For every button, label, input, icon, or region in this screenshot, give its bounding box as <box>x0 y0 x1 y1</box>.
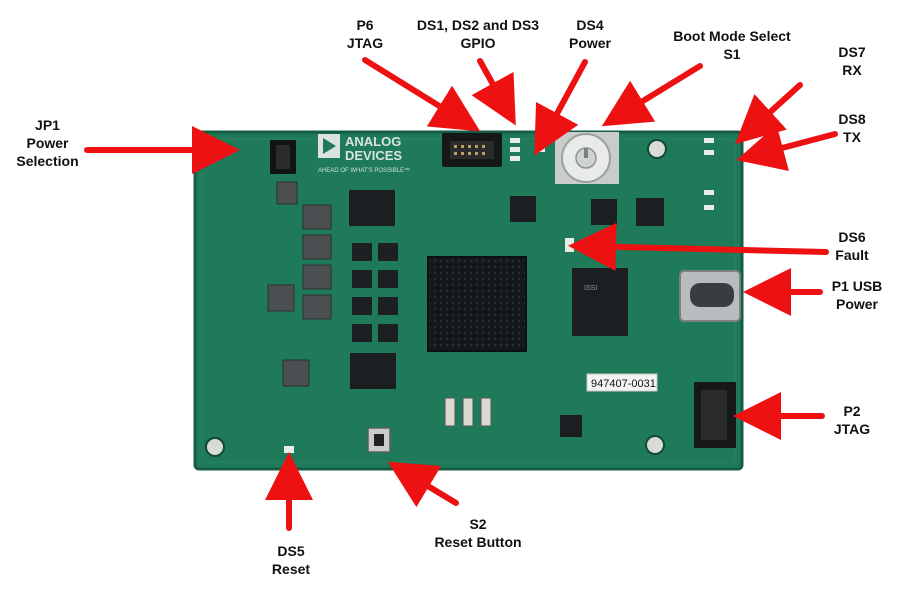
chip <box>350 353 396 389</box>
fault-led <box>565 238 574 252</box>
serial-label <box>586 373 658 392</box>
mounting-hole <box>645 435 665 455</box>
serial-number: 947407-0031 <box>591 378 656 390</box>
chip <box>510 196 536 222</box>
reset-led <box>284 446 294 453</box>
mounting-hole <box>205 437 225 457</box>
chip <box>560 415 582 437</box>
memory-chip <box>572 268 628 336</box>
chip <box>636 198 664 226</box>
main-processor <box>427 256 527 352</box>
chip <box>591 199 617 225</box>
logo-line1: ANALOG <box>345 134 401 149</box>
logo-tagline: AHEAD OF WHAT'S POSSIBLE™ <box>318 167 410 174</box>
arrows <box>84 57 838 531</box>
logo-line2: DEVICES <box>345 148 402 163</box>
svg-text:ISSI: ISSI <box>584 285 597 292</box>
chip <box>349 190 395 226</box>
mounting-hole <box>647 139 667 159</box>
